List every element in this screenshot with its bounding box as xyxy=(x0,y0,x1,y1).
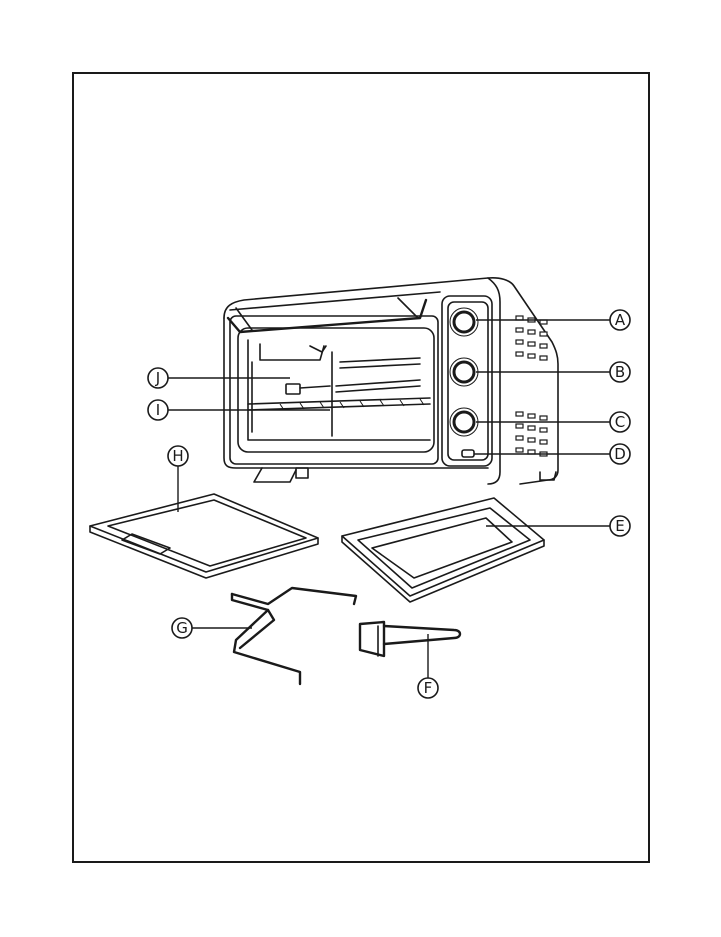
callout-label-j: J xyxy=(155,369,160,387)
callout-label-a: A xyxy=(615,311,626,329)
callout-c: C xyxy=(476,412,630,432)
callout-label-h: H xyxy=(172,447,183,465)
callout-j: J xyxy=(148,368,290,388)
callout-label-e: E xyxy=(615,517,624,535)
callout-b: B xyxy=(476,362,630,382)
callout-label-b: B xyxy=(615,363,625,381)
callout-i: I xyxy=(148,400,330,420)
rack-remover xyxy=(232,588,356,684)
callout-label-f: F xyxy=(424,679,433,697)
callout-e: E xyxy=(486,516,630,536)
callout-label-g: G xyxy=(176,619,188,637)
callout-label-i: I xyxy=(156,401,160,419)
crumb-tray xyxy=(90,494,318,578)
toaster-oven xyxy=(224,278,558,484)
callout-label-d: D xyxy=(614,445,626,463)
indicator-light xyxy=(462,450,474,457)
knob-c xyxy=(454,412,474,432)
knob-b xyxy=(454,362,474,382)
callout-a: A xyxy=(476,310,630,330)
rotisserie-fork xyxy=(360,622,460,656)
side-vents xyxy=(516,316,547,456)
callout-label-c: C xyxy=(615,413,625,431)
callout-d: D xyxy=(474,444,630,464)
baking-pan xyxy=(342,498,544,602)
knob-a xyxy=(454,312,474,332)
callout-f: F xyxy=(418,634,438,698)
